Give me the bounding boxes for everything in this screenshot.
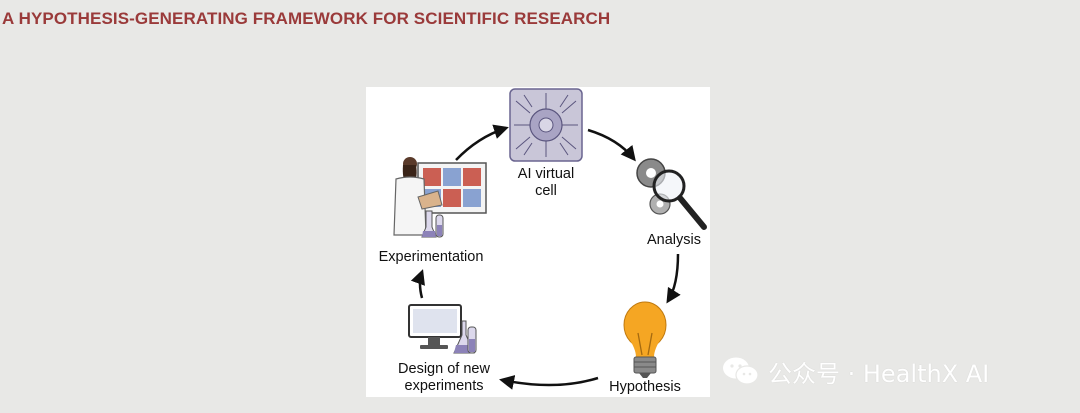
gear-magnifier-icon bbox=[636, 158, 707, 230]
diagram-panel: AI virtual cell Analysis Hypothesis Desi… bbox=[366, 87, 710, 397]
arrow-ai-to-analysis bbox=[587, 128, 636, 162]
arrow-analysis-to-hypothesis bbox=[666, 253, 681, 304]
chip-icon bbox=[509, 88, 583, 162]
arrow-experimentation-to-ai bbox=[455, 124, 509, 161]
lightbulb-icon bbox=[623, 301, 667, 378]
design-label-line2: experiments bbox=[404, 378, 484, 394]
cycle-diagram bbox=[393, 88, 707, 390]
ai-virtual-cell-label-line1: AI virtual bbox=[517, 166, 575, 182]
arrow-hypothesis-to-design bbox=[499, 375, 599, 390]
arrow-design-to-experimentation bbox=[410, 269, 425, 299]
wechat-icon bbox=[723, 357, 759, 385]
design-label-line1: Design of new bbox=[398, 361, 490, 377]
scientist-icon bbox=[393, 157, 487, 238]
experimentation-label: Experimentation bbox=[378, 249, 484, 265]
ai-virtual-cell-label: AI virtual cell bbox=[498, 166, 594, 200]
watermark: 公众号 · HealthX AI bbox=[722, 354, 989, 388]
analysis-label: Analysis bbox=[647, 232, 701, 248]
computer-flask-icon bbox=[408, 304, 477, 354]
watermark-text: 公众号 · HealthX AI bbox=[768, 359, 990, 388]
page-title: A HYPOTHESIS-GENERATING FRAMEWORK FOR SC… bbox=[2, 9, 611, 28]
hypothesis-label: Hypothesis bbox=[609, 379, 681, 395]
ai-virtual-cell-label-line2: cell bbox=[535, 183, 557, 199]
design-label: Design of new experiments bbox=[380, 361, 508, 395]
